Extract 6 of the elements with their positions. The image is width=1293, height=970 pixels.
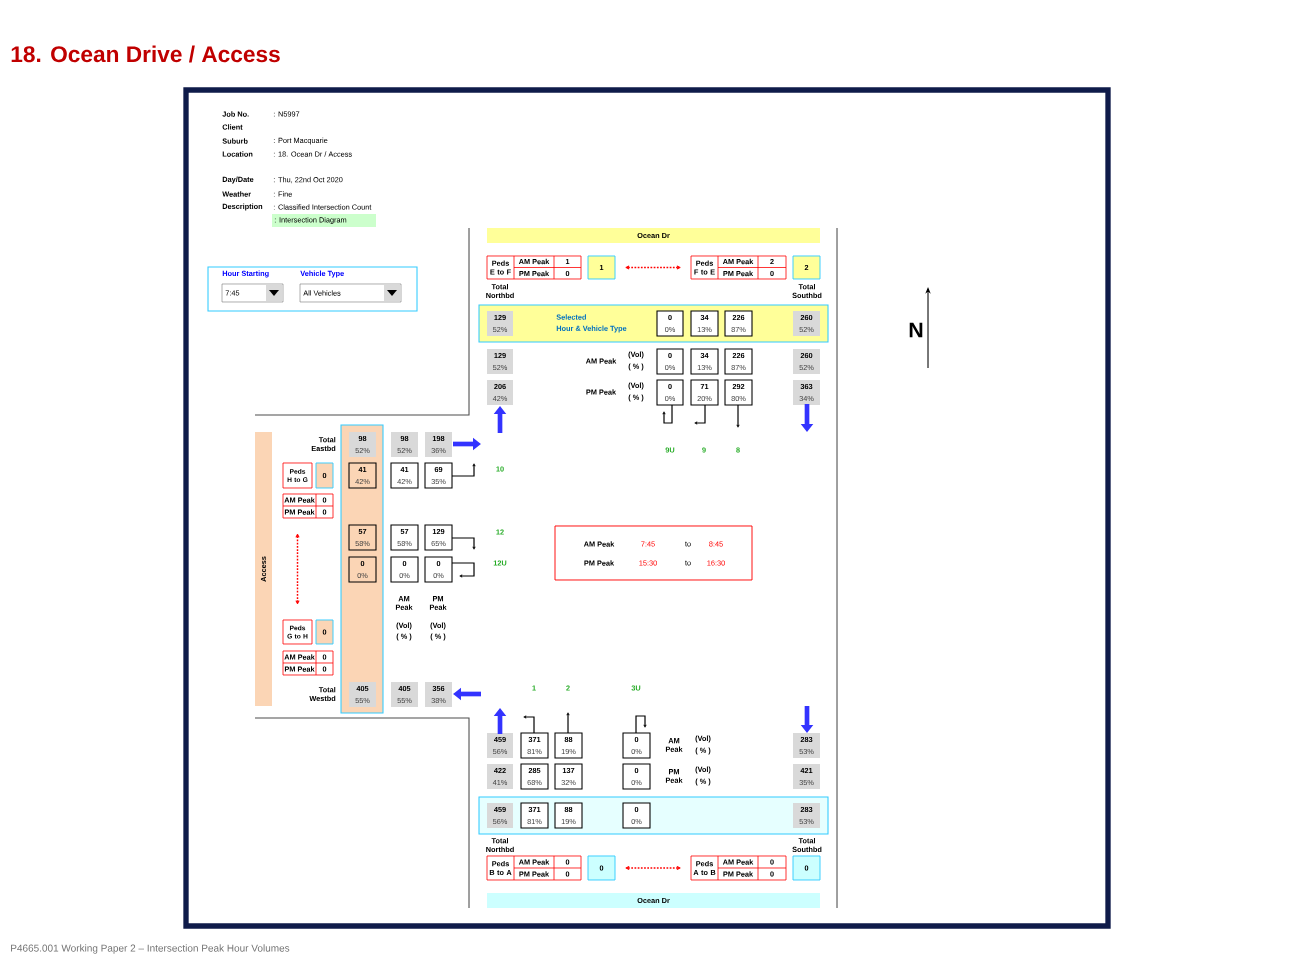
north-label: N bbox=[909, 322, 923, 338]
footer-text: P4665.001 Working Paper 2 – Intersection Peak Hour Volumes bbox=[11, 944, 290, 954]
title: 18. Ocean Drive / Access bbox=[11, 45, 280, 63]
arrow bbox=[295, 533, 300, 605]
arrow bbox=[625, 265, 681, 270]
arrow bbox=[625, 865, 681, 870]
